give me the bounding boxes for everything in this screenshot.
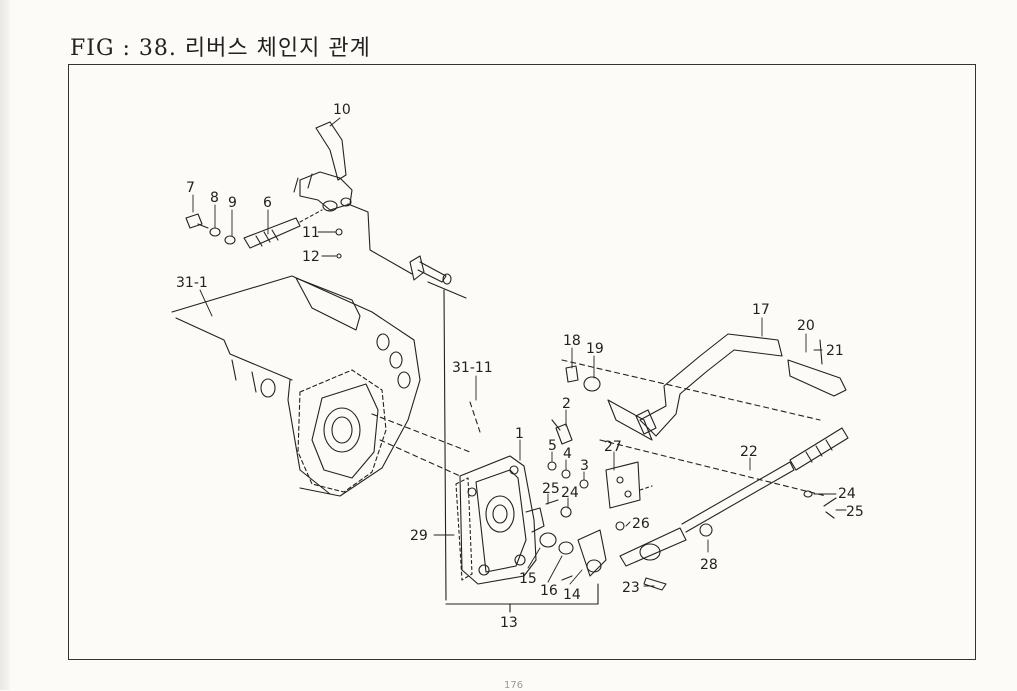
leader-lines xyxy=(192,117,847,587)
callout-17: 17 xyxy=(752,302,770,318)
callout-22: 22 xyxy=(740,444,758,460)
callout-13: 13 xyxy=(500,615,518,631)
group-bracket xyxy=(445,583,599,605)
callout-12: 12 xyxy=(302,249,320,265)
callout-24-right: 24 xyxy=(838,486,856,502)
callout-2: 2 xyxy=(562,396,571,412)
lever-plate-part xyxy=(539,461,653,581)
figure-frame xyxy=(68,64,976,660)
callout-9: 9 xyxy=(228,195,237,211)
reverse-cover-part xyxy=(455,455,545,585)
callout-14: 14 xyxy=(563,587,581,603)
callout-20: 20 xyxy=(797,318,815,334)
callout-1: 1 xyxy=(515,426,524,442)
callout-16: 16 xyxy=(540,583,558,599)
scan-edge xyxy=(0,0,10,690)
callout-4: 4 xyxy=(563,446,572,462)
shifter-pin-part xyxy=(409,255,467,601)
fork-leader-line xyxy=(347,203,413,275)
callout-29: 29 xyxy=(410,528,428,544)
callout-31-11: 31-11 xyxy=(452,360,493,376)
callout-31-1: 31-1 xyxy=(176,275,208,291)
shift-fork-part xyxy=(293,121,353,212)
callout-26: 26 xyxy=(632,516,650,532)
callout-28: 28 xyxy=(700,557,718,573)
callout-3: 3 xyxy=(580,458,589,474)
callout-21: 21 xyxy=(826,343,844,359)
callout-15: 15 xyxy=(519,571,537,587)
callout-25-right: 25 xyxy=(846,504,864,520)
callout-10: 10 xyxy=(333,102,351,118)
guide-lines xyxy=(371,359,827,497)
reverse-lever-part xyxy=(565,333,847,441)
callout-6: 6 xyxy=(263,195,272,211)
callout-24-upper: 24 xyxy=(561,485,579,501)
shift-rod-part xyxy=(619,427,849,591)
callout-23: 23 xyxy=(622,580,640,596)
callout-27: 27 xyxy=(604,439,622,455)
callout-7: 7 xyxy=(186,180,195,196)
figure-title: FIG : 38. 리버스 체인지 관계 xyxy=(70,36,371,61)
transmission-housing xyxy=(171,275,421,497)
callout-11: 11 xyxy=(302,225,320,241)
callout-18: 18 xyxy=(563,333,581,349)
callout-5: 5 xyxy=(548,438,557,454)
pin-clip-part xyxy=(803,490,837,519)
callout-25-upper: 25 xyxy=(542,481,560,497)
page-number: 176 xyxy=(504,680,524,691)
callout-19: 19 xyxy=(586,341,604,357)
callout-8: 8 xyxy=(210,190,219,206)
